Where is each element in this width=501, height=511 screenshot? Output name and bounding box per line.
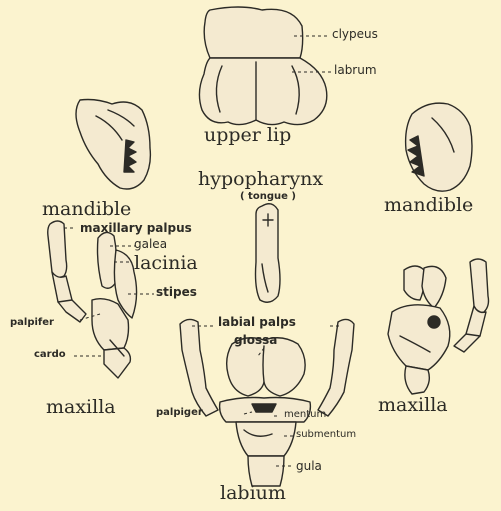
label-glossa: glossa (234, 334, 277, 346)
label-galea: galea (134, 238, 167, 250)
label-palpiger: palpiger (156, 408, 203, 418)
label-upper-lip: upper lip (204, 126, 291, 145)
label-labial-palps: labial palps (218, 316, 296, 328)
left-mandible-drawing (76, 100, 150, 190)
labrum-shape (199, 58, 326, 125)
label-maxilla-right: maxilla (378, 396, 448, 415)
label-gula: gula (296, 460, 322, 472)
label-palpifer: palpifer (10, 318, 54, 328)
hypopharynx-drawing (256, 204, 281, 303)
label-labrum: labrum (334, 64, 377, 76)
left-galea (98, 232, 117, 288)
label-maxilla-left: maxilla (46, 398, 116, 417)
right-stipes (388, 305, 450, 370)
right-cardo (405, 366, 429, 394)
left-labial-palp (180, 319, 218, 416)
right-lacinia (422, 266, 446, 308)
right-mandible-drawing (406, 103, 472, 191)
right-labial-palp (318, 319, 354, 416)
label-stipes: stipes (156, 286, 197, 298)
submentum-shape (236, 422, 296, 456)
label-maxillary-palpus: maxillary palpus (80, 222, 192, 234)
label-tongue: ( tongue ) (240, 192, 296, 202)
label-submentum: submentum (296, 430, 356, 440)
right-galea (404, 266, 425, 300)
label-mandible-left: mandible (42, 200, 131, 219)
label-mentum: mentum (284, 410, 326, 420)
label-mandible-right: mandible (384, 196, 473, 215)
label-hypopharynx: hypopharynx (198, 170, 323, 189)
right-maxilla-drawing (388, 259, 489, 394)
upper-lip-drawing (199, 7, 326, 125)
right-maxillary-palpus (470, 259, 489, 312)
left-maxillary-palpus (48, 221, 67, 277)
label-cardo: cardo (34, 350, 66, 360)
label-labium: labium (220, 484, 286, 503)
label-lacinia: lacinia (134, 254, 198, 273)
label-clypeus: clypeus (332, 28, 378, 40)
left-cardo (104, 348, 130, 378)
clypeus-shape (204, 7, 302, 58)
